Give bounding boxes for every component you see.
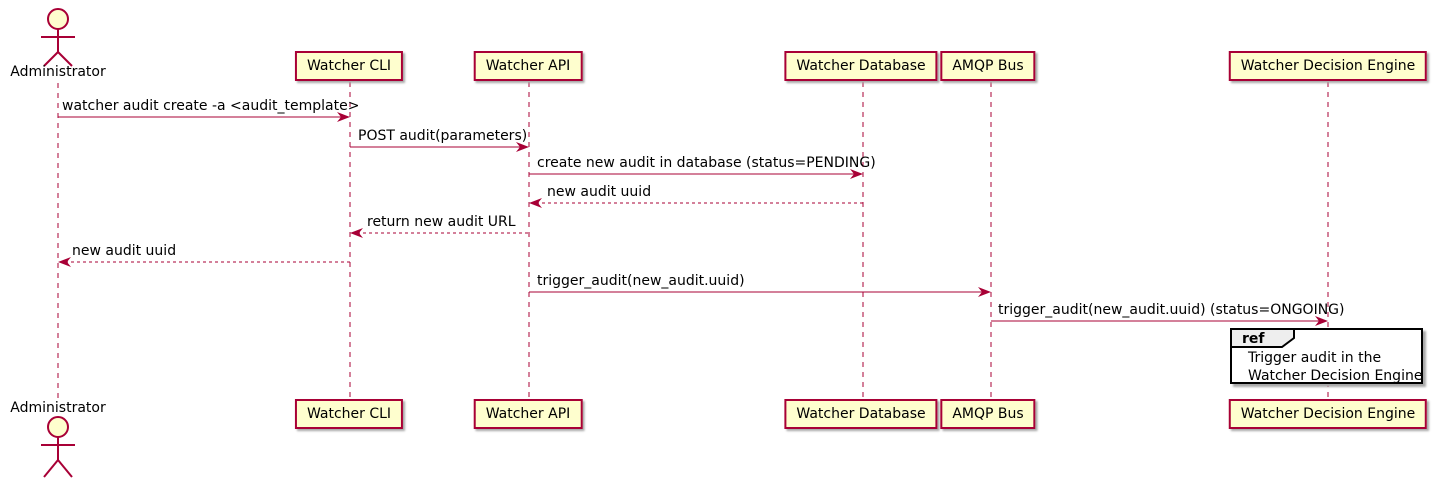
actor-figure-top: [41, 8, 75, 67]
arrowhead-right-8: [1315, 316, 1328, 326]
participant-watcher-api-top: Watcher API: [473, 51, 583, 81]
participant-watcher-cli-bottom: Watcher CLI: [294, 399, 404, 429]
participant-amqp-bus-top: AMQP Bus: [940, 51, 1036, 81]
ref-tag-label: ref: [1242, 331, 1265, 347]
participant-watcher-api-bottom: Watcher API: [473, 399, 583, 429]
actor-label-administrator-bottom: Administrator: [10, 400, 106, 416]
message-label-post-audit: POST audit(parameters): [358, 128, 528, 144]
arrowhead-right-2: [516, 142, 529, 152]
arrowhead-right-1: [337, 112, 350, 122]
actor-figure-bottom: [41, 416, 75, 478]
ref-content: Trigger audit in the Watcher Decision En…: [1248, 349, 1422, 385]
arrowhead-left-6: [58, 257, 71, 267]
ref-content-line-1: Trigger audit in the: [1248, 350, 1382, 366]
participant-amqp-bus-bottom: AMQP Bus: [940, 399, 1036, 429]
message-label-trigger-audit-ongoing: trigger_audit(new_audit.uuid) (status=ON…: [998, 302, 1345, 318]
participant-watcher-decision-engine-top: Watcher Decision Engine: [1228, 51, 1428, 81]
ref-fragment: ref Trigger audit in the Watcher Decisio…: [1230, 328, 1423, 384]
arrowhead-right-7: [978, 287, 991, 297]
ref-content-line-2: Watcher Decision Engine: [1248, 368, 1423, 384]
arrowhead-left-4: [529, 198, 542, 208]
message-label-create-new-audit: create new audit in database (status=PEN…: [537, 155, 876, 171]
message-label-audit-create: watcher audit create -a <audit_template>: [62, 98, 360, 114]
arrowhead-right-3: [850, 169, 863, 179]
message-label-trigger-audit: trigger_audit(new_audit.uuid): [537, 273, 745, 289]
arrowhead-left-5: [350, 228, 363, 238]
actor-label-administrator-top: Administrator: [10, 64, 106, 80]
message-label-new-audit-uuid-api: new audit uuid: [547, 184, 652, 200]
participant-watcher-cli-top: Watcher CLI: [294, 51, 404, 81]
participant-watcher-database-top: Watcher Database: [784, 51, 938, 81]
message-label-new-audit-uuid-admin: new audit uuid: [72, 243, 177, 259]
ref-tab-shape: [1230, 328, 1295, 348]
participant-watcher-database-bottom: Watcher Database: [784, 399, 938, 429]
participant-watcher-decision-engine-bottom: Watcher Decision Engine: [1228, 399, 1428, 429]
message-label-return-audit-url: return new audit URL: [367, 214, 516, 230]
